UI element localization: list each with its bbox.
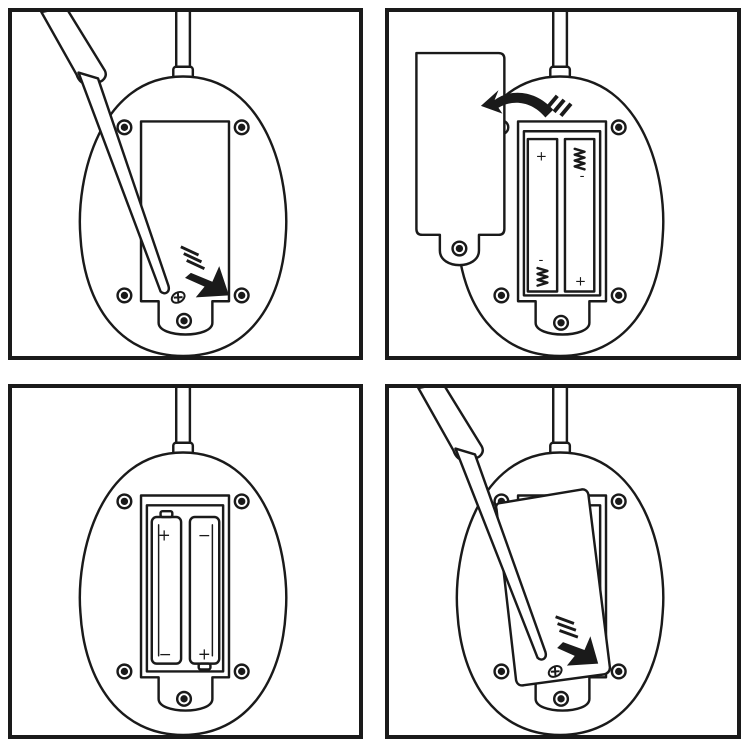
polarity-mark: - xyxy=(580,168,585,184)
polarity-mark: + xyxy=(158,525,171,544)
cable xyxy=(552,12,569,70)
step-1-illustration xyxy=(40,12,288,356)
screwdriver-icon xyxy=(40,12,170,295)
step-4-panel xyxy=(385,384,741,739)
spring-bottom-left xyxy=(536,266,549,287)
body-screws xyxy=(116,493,250,707)
polarity-mark: + xyxy=(536,149,547,165)
step-3-illustration: + − − + xyxy=(78,388,288,735)
loose-screw-icon xyxy=(547,665,563,678)
step-4-illustration xyxy=(417,388,665,735)
step-3-panel: + − − + xyxy=(8,384,363,739)
step-1-panel xyxy=(8,8,363,360)
spring-top-right xyxy=(573,147,586,171)
curved-arrow-icon xyxy=(480,90,573,118)
polarity-mark: − xyxy=(198,525,211,544)
down-arrow-icon xyxy=(555,615,599,666)
removed-battery-cover xyxy=(415,51,506,267)
polarity-mark: + xyxy=(575,274,586,290)
step-2-illustration: + - - + xyxy=(415,12,665,356)
cable xyxy=(552,388,569,446)
step-2-panel: + - - + xyxy=(385,8,741,360)
cable xyxy=(174,12,192,70)
cable xyxy=(174,388,192,446)
down-arrow-icon xyxy=(180,245,229,298)
polarity-mark: − xyxy=(159,645,172,664)
loose-screw-icon xyxy=(170,290,186,304)
polarity-mark: - xyxy=(539,252,544,268)
battery-slot-left xyxy=(526,137,559,293)
screwdriver-icon xyxy=(417,388,548,661)
polarity-mark: + xyxy=(198,645,211,664)
battery-slot-right xyxy=(563,137,596,293)
body-screws xyxy=(116,119,250,329)
battery-cover-tilted xyxy=(494,488,612,687)
